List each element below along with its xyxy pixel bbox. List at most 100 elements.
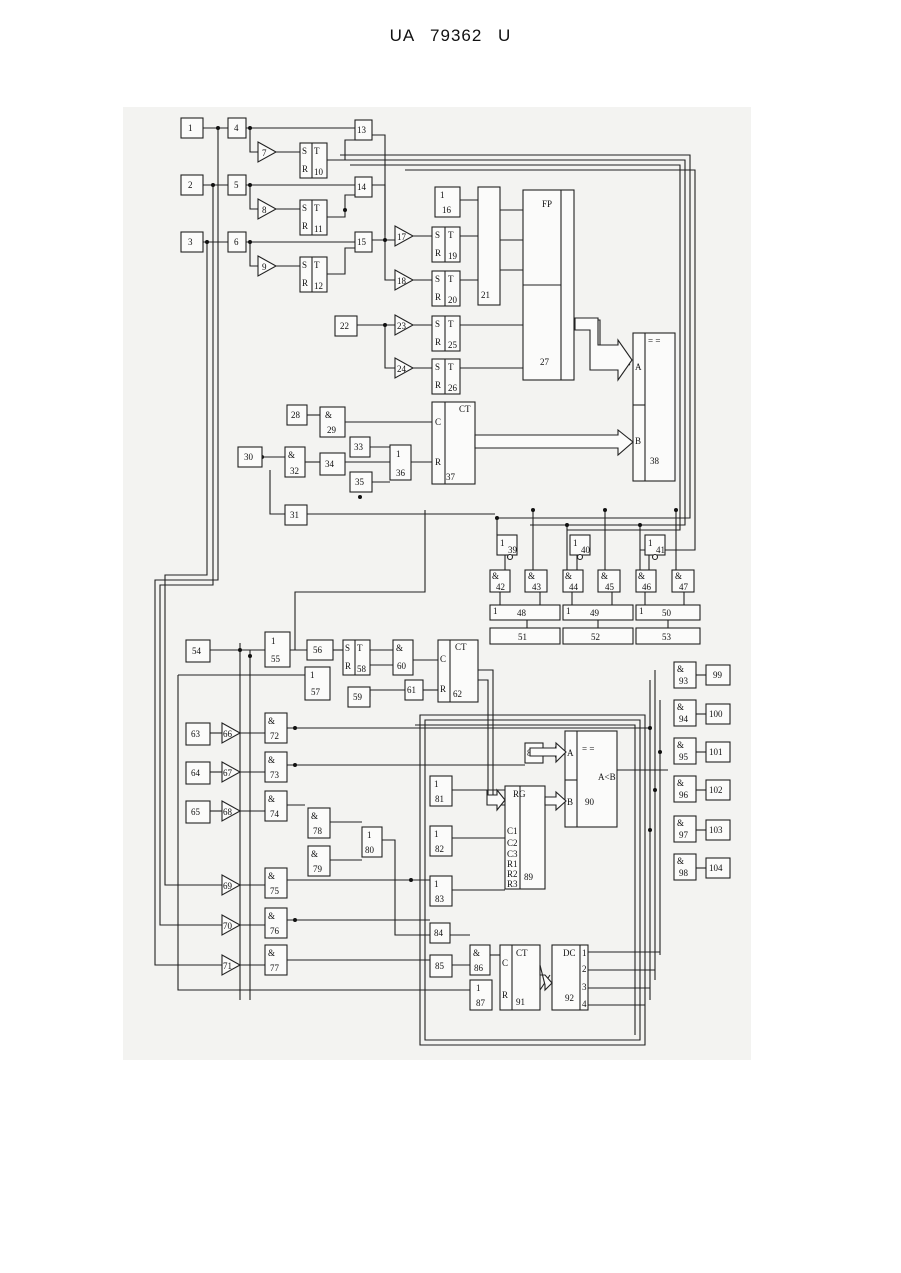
svg-text:R: R xyxy=(302,278,308,288)
svg-text:T: T xyxy=(314,146,320,156)
amp-8: 8 xyxy=(258,199,276,219)
bus-arrows xyxy=(475,318,633,990)
block-22: 22 xyxy=(335,316,357,336)
svg-text:C: C xyxy=(440,654,446,664)
block-77: &77 xyxy=(265,945,287,975)
svg-text:&: & xyxy=(268,794,275,804)
svg-text:R: R xyxy=(345,661,351,671)
svg-text:&: & xyxy=(677,818,684,828)
amp-18: 18 xyxy=(395,270,413,290)
svg-text:91: 91 xyxy=(516,997,525,1007)
svg-text:10: 10 xyxy=(314,167,324,177)
svg-text:84: 84 xyxy=(434,928,444,938)
svg-text:1: 1 xyxy=(476,983,481,993)
svg-text:67: 67 xyxy=(223,768,233,778)
block-85: 85 xyxy=(430,955,452,977)
svg-text:100: 100 xyxy=(709,709,723,719)
block-38-comparator: = =AB38 xyxy=(633,333,675,481)
block-89-register: RG C1C2C3 R1R2R3 89 xyxy=(505,786,545,889)
block-36: 136 xyxy=(390,445,411,480)
svg-text:77: 77 xyxy=(270,963,280,973)
block-46: &46 xyxy=(636,570,656,592)
block-29: &29 xyxy=(320,407,345,437)
svg-text:DC: DC xyxy=(563,948,576,958)
block-16: 116 xyxy=(435,187,460,217)
block-3: 3 xyxy=(181,232,203,252)
block-39: 139 xyxy=(497,535,518,560)
svg-text:48: 48 xyxy=(517,608,527,618)
svg-text:A: A xyxy=(635,362,642,372)
block-97: &97 xyxy=(674,816,696,842)
block-37-counter: CTCR37 xyxy=(432,402,475,484)
svg-text:T: T xyxy=(448,319,454,329)
svg-text:1: 1 xyxy=(271,636,276,646)
svg-text:&: & xyxy=(268,716,275,726)
svg-text:57: 57 xyxy=(311,687,321,697)
svg-text:1: 1 xyxy=(493,606,498,616)
block-33: 33 xyxy=(350,437,370,457)
block-65: 65 xyxy=(186,801,210,823)
svg-text:1: 1 xyxy=(396,449,401,459)
svg-text:32: 32 xyxy=(290,466,299,476)
svg-text:&: & xyxy=(268,755,275,765)
svg-text:39: 39 xyxy=(508,545,518,555)
svg-text:R: R xyxy=(302,221,308,231)
svg-text:64: 64 xyxy=(191,768,201,778)
svg-text:S: S xyxy=(435,230,440,240)
svg-text:R3: R3 xyxy=(507,879,518,889)
block-49: 149 xyxy=(563,605,633,620)
block-57: 157 xyxy=(305,667,330,700)
svg-text:31: 31 xyxy=(290,510,299,520)
svg-text:T: T xyxy=(357,643,363,653)
svg-text:8: 8 xyxy=(262,205,267,215)
svg-text:1: 1 xyxy=(440,190,445,200)
trigger-12: STR12 xyxy=(300,257,327,292)
svg-text:S: S xyxy=(435,319,440,329)
svg-text:65: 65 xyxy=(191,807,201,817)
decision-group: 139 140 141 &42 &43 &44 &45 &46 &47 148 … xyxy=(490,535,700,644)
svg-text:33: 33 xyxy=(354,442,364,452)
trigger-19: STR19 xyxy=(432,227,460,262)
svg-text:27: 27 xyxy=(540,357,550,367)
svg-text:A<B: A<B xyxy=(598,772,616,782)
svg-text:R: R xyxy=(435,457,441,467)
block-45: &45 xyxy=(598,570,620,592)
trigger-11: STR11 xyxy=(300,200,327,235)
svg-text:23: 23 xyxy=(397,321,407,331)
block-43: &43 xyxy=(525,570,547,592)
block-44: &44 xyxy=(563,570,583,592)
svg-text:&: & xyxy=(677,702,684,712)
svg-text:30: 30 xyxy=(244,452,254,462)
block-86: &86 xyxy=(470,945,490,975)
block-47: &47 xyxy=(672,570,694,592)
block-92-decoder: DC12 3492 xyxy=(552,945,588,1010)
block-79: &79 xyxy=(308,846,330,876)
trigger-26: STR26 xyxy=(432,359,460,394)
svg-text:1: 1 xyxy=(648,538,653,548)
svg-text:&: & xyxy=(288,450,295,460)
block-81: 181 xyxy=(430,776,452,806)
svg-text:19: 19 xyxy=(448,251,458,261)
svg-text:RG: RG xyxy=(513,789,526,799)
svg-text:1: 1 xyxy=(188,123,193,133)
svg-text:CT: CT xyxy=(455,642,467,652)
block-96: &96 xyxy=(674,776,696,802)
svg-text:92: 92 xyxy=(565,993,574,1003)
output-gates: &93 &94 &95 &96 &97 &98 99 100 101 102 1… xyxy=(674,662,730,880)
svg-text:S: S xyxy=(302,203,307,213)
svg-text:72: 72 xyxy=(270,731,279,741)
block-4: 4 xyxy=(228,118,246,138)
trigger-25: STR25 xyxy=(432,316,460,351)
svg-text:S: S xyxy=(435,274,440,284)
svg-text:99: 99 xyxy=(713,670,723,680)
svg-text:94: 94 xyxy=(679,714,689,724)
block-54: 54 xyxy=(186,640,210,662)
svg-text:82: 82 xyxy=(435,844,444,854)
trigger-20: STR20 xyxy=(432,271,460,306)
svg-text:79: 79 xyxy=(313,864,323,874)
svg-text:11: 11 xyxy=(314,224,323,234)
block-78: &78 xyxy=(308,808,330,838)
block-48: 1 48 xyxy=(490,605,560,620)
svg-text:45: 45 xyxy=(605,582,615,592)
block-103: 103 xyxy=(706,820,730,840)
